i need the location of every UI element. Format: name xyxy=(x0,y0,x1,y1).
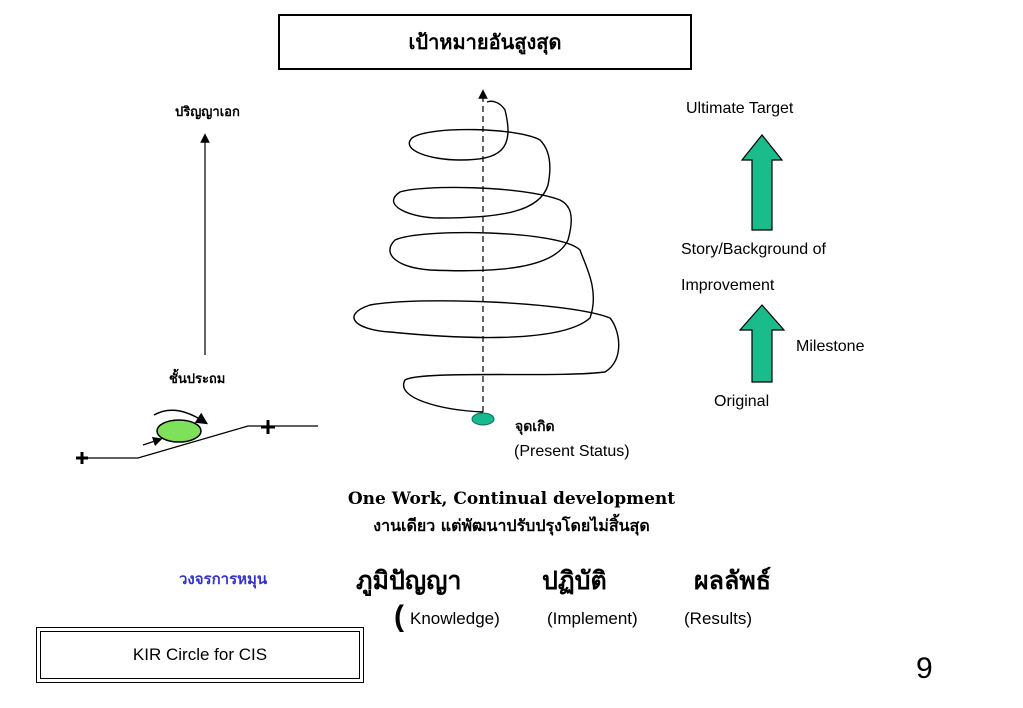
knowledge-open-paren: ( xyxy=(394,600,404,633)
left-axis-top-label: ปริญญาเอก xyxy=(175,105,240,120)
cycle-label: วงจรการหมุน xyxy=(179,570,268,588)
story-label-line1: Story/Background of xyxy=(681,241,826,258)
plus-icon-left xyxy=(76,452,88,464)
cycle-step-implement: ปฏิบัติ xyxy=(542,567,607,595)
original-label: Original xyxy=(714,393,770,410)
cycle-step-knowledge-en: Knowledge) xyxy=(410,609,500,628)
title-box: เป้าหมายอันสูงสุด xyxy=(278,14,692,70)
caption-line1: One Work, Continual development xyxy=(347,489,676,509)
spiral-start-label: จุดเกิด xyxy=(515,419,555,435)
ball xyxy=(156,419,202,443)
caption-line2: งานเดียว แต่พัฒนาปรับปรุงโดยไม่สิ้นสุด xyxy=(373,516,650,535)
story-label-line2: Improvement xyxy=(681,277,775,294)
left-axis-bottom-label: ชั้นประถม xyxy=(169,372,226,387)
cycle-step-implement-en: (Implement) xyxy=(547,609,638,628)
kir-circle-label: KIR Circle for CIS xyxy=(132,645,268,664)
ramp-line xyxy=(88,425,318,459)
ultimate-arrow xyxy=(740,134,784,231)
cycle-step-results: ผลลัพธ์ xyxy=(694,567,772,595)
start-dot xyxy=(471,412,495,426)
cycle-step-knowledge: ภูมิปัญญา xyxy=(356,567,462,595)
page-title: เป้าหมายอันสูงสุด xyxy=(408,30,562,54)
milestone-arrow xyxy=(738,304,786,383)
kir-circle-box: KIR Circle for CIS xyxy=(36,627,364,683)
milestone-label: Milestone xyxy=(796,338,865,355)
ball-rotation-arrow xyxy=(153,409,209,425)
spiral-start-sublabel: (Present Status) xyxy=(514,443,630,460)
ultimate-target-label: Ultimate Target xyxy=(686,100,794,117)
ball-push-arrow xyxy=(142,436,163,447)
page-number: 9 xyxy=(916,652,933,685)
cycle-step-results-en: (Results) xyxy=(684,609,753,628)
plus-icon-right xyxy=(261,420,275,434)
spiral-curve xyxy=(353,100,620,413)
